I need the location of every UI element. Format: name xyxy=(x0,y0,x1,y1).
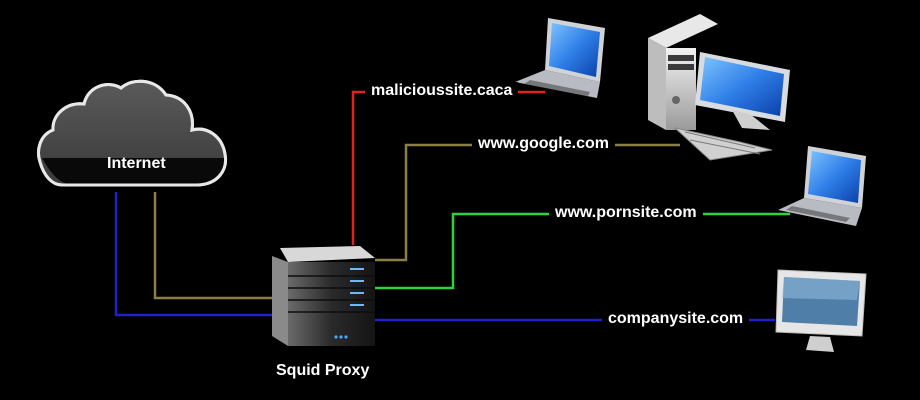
link-internet-proxy-tan xyxy=(153,192,272,300)
laptop-icon xyxy=(515,18,605,98)
laptop-icon xyxy=(778,146,866,226)
destination-label-google: www.google.com xyxy=(472,135,615,153)
cloud-icon xyxy=(37,79,228,187)
link-malicioussite xyxy=(351,90,545,245)
link-google xyxy=(375,143,680,262)
internet-label: Internet xyxy=(107,155,166,172)
server-icon xyxy=(272,246,375,346)
destination-label-companysite: companysite.com xyxy=(602,310,750,328)
destination-label-malicioussite: malicioussite.caca xyxy=(365,82,519,100)
link-pornsite xyxy=(375,212,790,290)
desktop-computer-icon xyxy=(648,14,790,161)
link-internet-proxy-blue xyxy=(114,192,272,317)
destination-label-pornsite: www.pornsite.com xyxy=(549,204,703,222)
imac-icon xyxy=(775,269,867,352)
squid-proxy-label: Squid Proxy xyxy=(270,362,376,380)
